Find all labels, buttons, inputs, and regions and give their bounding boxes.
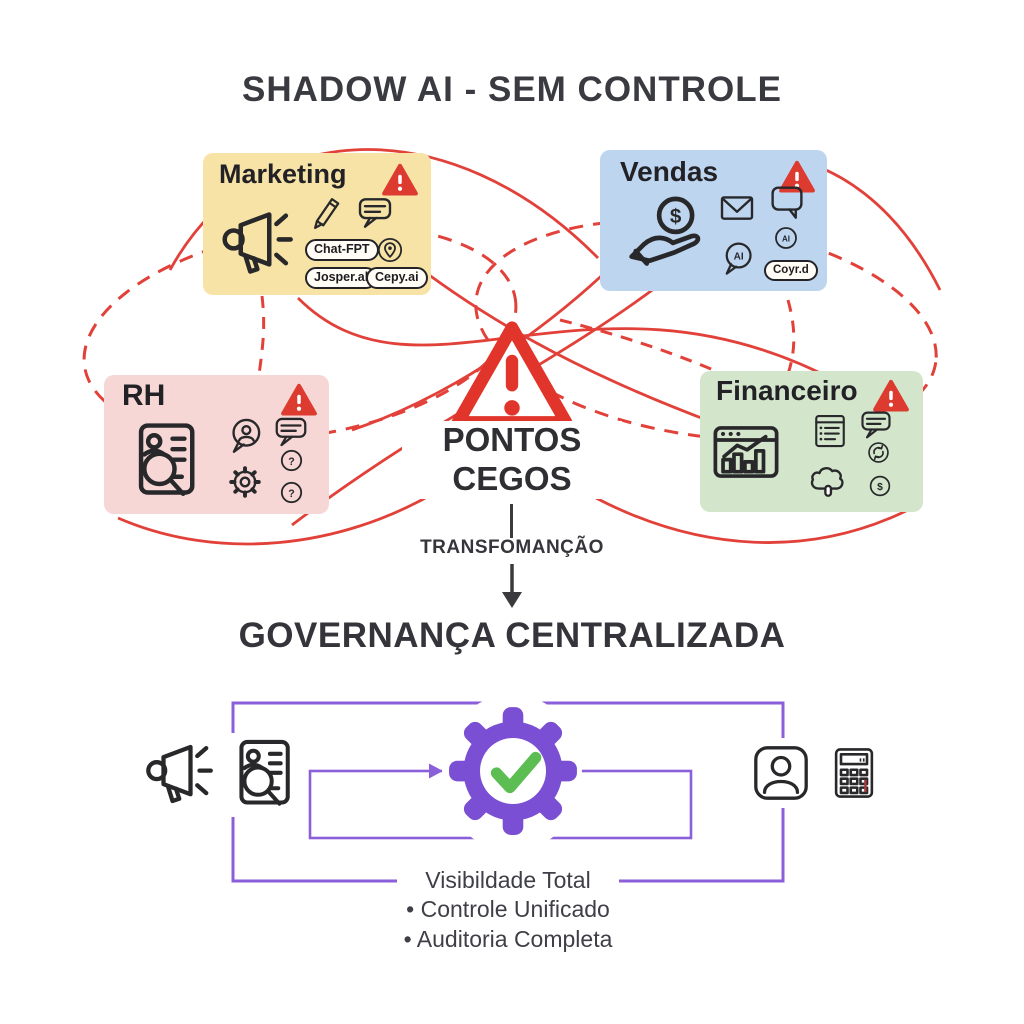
chat-bubble-icon xyxy=(766,182,808,222)
benefit-text: Auditoria Completa xyxy=(416,925,613,952)
benefits-list: Visibildade Total • Controle Unificado •… xyxy=(397,866,619,955)
financeiro-title: Financeiro xyxy=(716,375,858,406)
question-icon xyxy=(276,477,307,508)
governance-title: GOVERNANÇA CENTRALIZADA xyxy=(238,616,786,655)
megaphone-icon xyxy=(213,205,297,281)
ai-circle-icon xyxy=(770,222,802,254)
pencil-icon xyxy=(307,191,347,231)
ai-tool-pill: Chat-FPT xyxy=(305,239,379,261)
analytics-chart-icon xyxy=(706,417,786,487)
swoosh-bottom-left xyxy=(117,490,437,546)
ai-tool-pill: Cepy.ai xyxy=(366,267,428,289)
marketing-box: Marketing Chat-FPT Josper.al Cepy.ai xyxy=(203,153,431,295)
flow-arrowhead xyxy=(429,763,443,779)
question-icon xyxy=(276,445,307,476)
person-card-icon xyxy=(750,742,812,804)
sync-icon xyxy=(863,437,894,468)
benefits-heading: Visibildade Total xyxy=(425,867,591,893)
bullet: • xyxy=(403,925,412,952)
vendas-title: Vendas xyxy=(620,156,719,187)
vendas-box: Vendas Coyr.d xyxy=(600,150,827,291)
envelope-icon xyxy=(714,188,760,228)
down-arrow-icon xyxy=(502,564,522,608)
ai-bubble-icon xyxy=(718,236,758,280)
resume-magnifier-icon xyxy=(124,417,208,505)
gear-icon xyxy=(224,461,266,503)
governance-gear-check-icon xyxy=(449,707,577,835)
blind-spots-line1: PONTOS xyxy=(442,421,582,458)
benefit-item: • Controle Unificado xyxy=(397,895,619,924)
transformation-label: TRANSFOMANÇÃO xyxy=(420,537,604,558)
marketing-title: Marketing xyxy=(219,159,347,189)
blind-spots-label: PONTOS CEGOS xyxy=(402,421,622,499)
calculator-icon xyxy=(828,740,880,806)
benefit-text: Controle Unificado xyxy=(420,896,610,923)
chat-bubble-icon xyxy=(351,193,399,233)
hand-coin-icon xyxy=(622,192,710,280)
cloud-icon xyxy=(806,459,850,501)
ai-tool-pill: Josper.al xyxy=(305,267,378,289)
bullet: • xyxy=(406,896,415,923)
megaphone-icon xyxy=(136,738,218,810)
rh-title: RH xyxy=(122,379,166,412)
financeiro-box: Financeiro xyxy=(700,371,923,512)
dollar-icon xyxy=(865,471,895,501)
list-panel-icon xyxy=(810,409,850,453)
swoosh-bottom-right xyxy=(595,496,909,544)
page-title: SHADOW AI - SEM CONTROLE xyxy=(242,70,782,109)
dashed-link-left xyxy=(256,295,266,383)
warning-icon xyxy=(280,383,318,417)
warning-icon xyxy=(381,163,419,197)
resume-magnifier-icon xyxy=(226,734,302,814)
rh-box: RH xyxy=(104,375,329,514)
person-bubble-icon xyxy=(226,415,268,457)
location-pin-icon xyxy=(373,233,407,267)
ai-tool-pill: Coyr.d xyxy=(764,260,818,281)
blind-spot-warning-icon xyxy=(451,321,573,429)
blind-spots-line2: CEGOS xyxy=(452,459,572,497)
benefit-item: • Auditoria Completa xyxy=(397,925,619,954)
connector-line xyxy=(510,504,513,538)
